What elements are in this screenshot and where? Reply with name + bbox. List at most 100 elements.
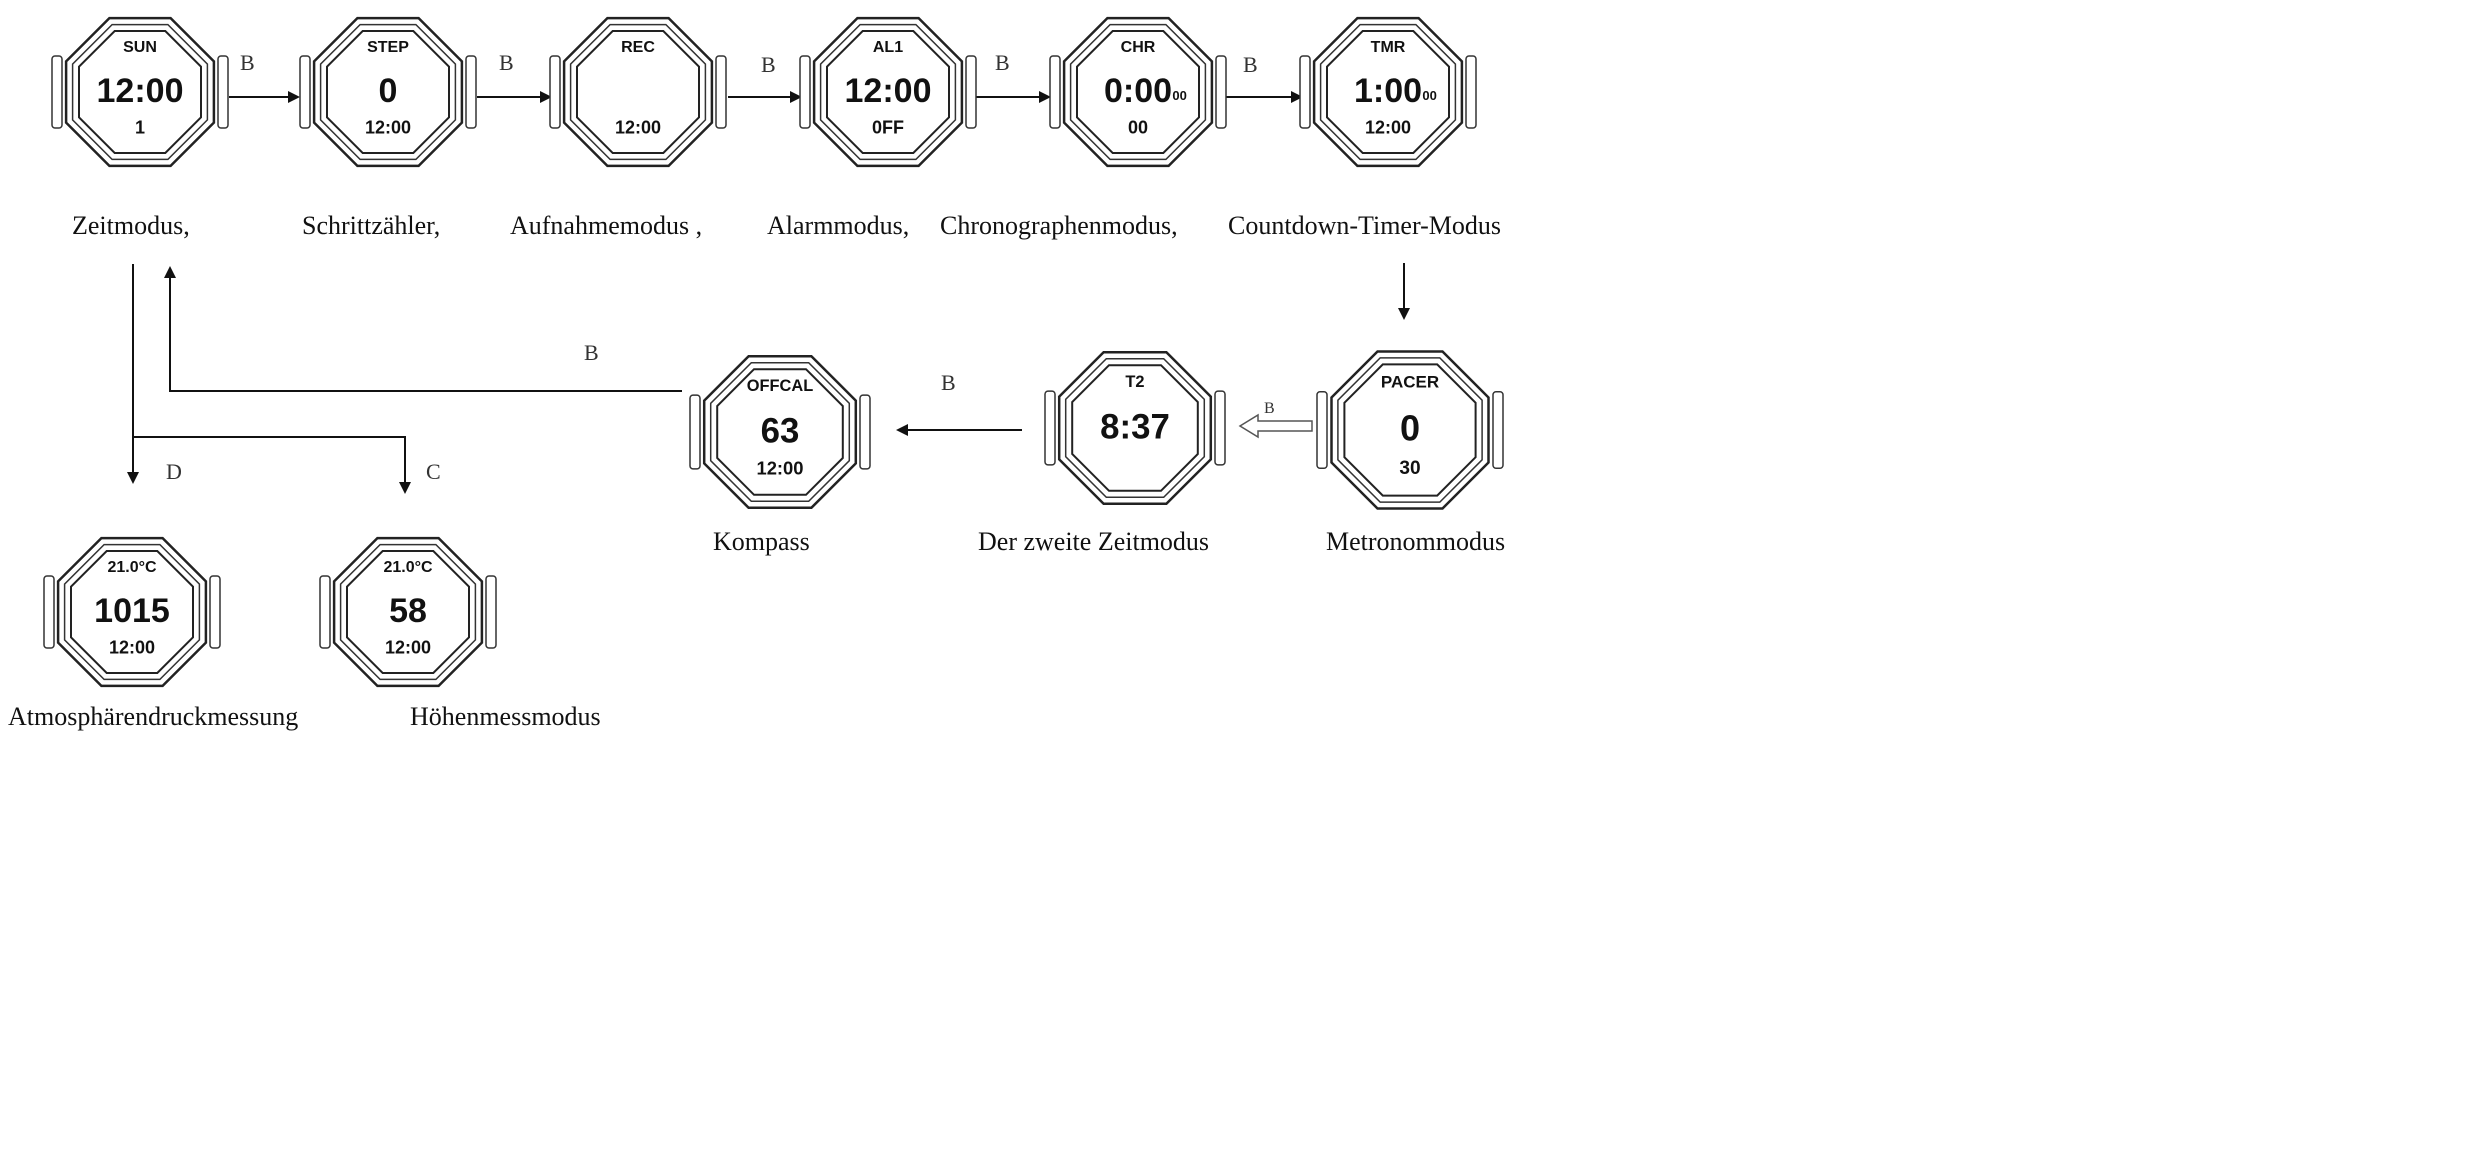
arrow-label-b3: B xyxy=(761,52,776,77)
watch-strap-right xyxy=(209,575,221,649)
caption-atmosphaerendruck: Atmosphärendruckmessung xyxy=(8,702,298,731)
watch-display xyxy=(1071,364,1199,492)
lcd-top: TMR xyxy=(1371,39,1406,56)
lcd-top: 21.0°C xyxy=(107,559,157,576)
lcd-main: 12:00 xyxy=(97,72,184,110)
watch-strap-left xyxy=(299,55,311,129)
hollow-arrow-metronom-zweitezeit xyxy=(1238,413,1313,439)
lcd-bottom: 12:00 xyxy=(109,638,155,658)
watch-strap-right xyxy=(859,394,871,470)
caption-zeitmodus: Zeitmodus, xyxy=(72,211,190,240)
watch-display xyxy=(716,368,844,496)
lcd-main: 0 xyxy=(379,72,398,110)
arrow-label-b1: B xyxy=(240,50,255,75)
arrow-to-hoehe xyxy=(133,436,411,494)
watch-zweitezeit: T2 8:37 xyxy=(1044,350,1226,506)
arrow-label-b-metronom: B xyxy=(1264,400,1275,417)
caption-kompass: Kompass xyxy=(713,527,810,556)
diagram-svg: B B B B B B B B D C SUN12:001STEP012:00R… xyxy=(8,16,1505,731)
watch-strap-left xyxy=(51,55,63,129)
caption-schrittzaehler: Schrittzähler, xyxy=(302,211,440,240)
lcd-bottom: 12:00 xyxy=(756,458,803,479)
arrow-kompass-zeit xyxy=(164,266,682,392)
watch-display xyxy=(326,30,450,154)
watch-strap-right xyxy=(1492,391,1504,469)
watch-strap-right xyxy=(1214,390,1226,466)
watch-strap-left xyxy=(1316,391,1328,469)
watch-display xyxy=(78,30,202,154)
watch-aufnahme: REC 12:00 xyxy=(549,16,727,168)
lcd-top: PACER xyxy=(1381,373,1439,392)
lcd-main: 1015 xyxy=(94,592,170,630)
arrow-label-d: D xyxy=(166,459,182,484)
watch-strap-left xyxy=(319,575,331,649)
lcd-bottom: 12:00 xyxy=(385,638,431,658)
watch-strap-left xyxy=(1299,55,1311,129)
caption-hoehenmessmodus: Höhenmessmodus xyxy=(410,702,601,731)
lcd-bottom: 12:00 xyxy=(615,118,661,138)
lcd-top: OFFCAL xyxy=(747,377,813,395)
watch-display xyxy=(1343,363,1477,497)
watch-schritt: STEP 0 12:00 xyxy=(299,16,477,168)
lcd-main: 0 xyxy=(1400,408,1420,449)
watch-display xyxy=(826,30,950,154)
arrow-label-b-kompass: B xyxy=(941,370,956,395)
watch-strap-left xyxy=(689,394,701,470)
watch-luftdruck: 21.0°C 1015 12:00 xyxy=(43,536,221,688)
lcd-top: 21.0°C xyxy=(383,559,433,576)
arrow-label-b4: B xyxy=(995,50,1010,75)
lcd-sub: 00 xyxy=(1172,88,1186,103)
lcd-top: SUN xyxy=(123,39,157,56)
lcd-top: CHR xyxy=(1121,39,1156,56)
arrow-label-b-return: B xyxy=(584,340,599,365)
lcd-bottom: 12:00 xyxy=(1365,118,1411,138)
watch-strap-right xyxy=(965,55,977,129)
watch-kompass: OFFCAL 63 12:00 xyxy=(689,354,871,510)
caption-chronographenmodus: Chronographenmodus, xyxy=(940,211,1178,240)
lcd-sub: 00 xyxy=(1422,88,1436,103)
arrow-label-b5: B xyxy=(1243,52,1258,77)
watch-display xyxy=(1076,30,1200,154)
watch-zeit: SUN 12:00 1 xyxy=(51,16,229,168)
watch-display xyxy=(576,30,700,154)
caption-countdown: Countdown-Timer-Modus xyxy=(1228,211,1501,240)
lcd-top: AL1 xyxy=(873,39,903,56)
watch-strap-right xyxy=(217,55,229,129)
lcd-main: 8:37 xyxy=(1100,407,1170,446)
arrow-label-b2: B xyxy=(499,50,514,75)
arrow-label-c: C xyxy=(426,459,441,484)
watch-strap-left xyxy=(1049,55,1061,129)
watch-strap-left xyxy=(549,55,561,129)
caption-alarmmodus: Alarmmodus, xyxy=(767,211,909,240)
lcd-top: T2 xyxy=(1125,373,1144,391)
lcd-main: 0:00 xyxy=(1104,72,1172,110)
lcd-bottom: 12:00 xyxy=(365,118,411,138)
connectors xyxy=(127,91,1410,494)
watch-display xyxy=(1326,30,1450,154)
caption-metronommodus: Metronommodus xyxy=(1326,527,1505,556)
watch-strap-right xyxy=(1215,55,1227,129)
watch-strap-right xyxy=(715,55,727,129)
lcd-main: 63 xyxy=(761,411,800,450)
lcd-main: 12:00 xyxy=(845,72,932,110)
lcd-top: STEP xyxy=(367,39,409,56)
lcd-top: REC xyxy=(621,39,655,56)
captions: Zeitmodus, Schrittzähler, Aufnahmemodus … xyxy=(8,211,1505,731)
watch-alarm: AL1 12:00 0FF xyxy=(799,16,977,168)
caption-aufnahmemodus: Aufnahmemodus , xyxy=(510,211,702,240)
lcd-main: 1:00 xyxy=(1354,72,1422,110)
lcd-bottom: 0FF xyxy=(872,118,904,138)
watch-strap-right xyxy=(1465,55,1477,129)
watch-strap-left xyxy=(799,55,811,129)
caption-zweite-zeitmodus: Der zweite Zeitmodus xyxy=(978,527,1209,556)
watch-faces: SUN 12:00 1 STEP 0 12:00 REC 12:00 AL1 12:00 0FF CH… xyxy=(43,16,1504,688)
watch-strap-left xyxy=(1044,390,1056,466)
lcd-bottom: 1 xyxy=(135,118,145,138)
lcd-bottom: 00 xyxy=(1128,118,1148,138)
watch-strap-right xyxy=(485,575,497,649)
watch-display xyxy=(70,550,194,674)
